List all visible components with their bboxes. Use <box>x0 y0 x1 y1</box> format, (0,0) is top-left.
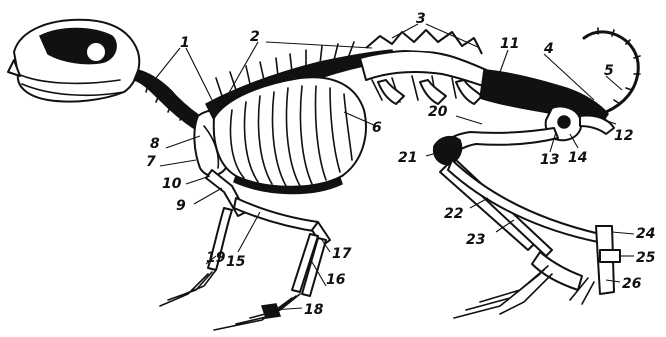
callout-25: 25 <box>636 250 656 266</box>
callout-9: 9 <box>176 198 186 214</box>
callout-17: 17 <box>332 246 352 262</box>
callout-15: 15 <box>226 254 246 270</box>
callout-6: 6 <box>372 120 382 136</box>
callout-5: 5 <box>604 63 614 79</box>
callout-2: 2 <box>250 29 260 45</box>
callout-12: 12 <box>614 128 633 144</box>
callout-10: 10 <box>162 176 182 192</box>
callout-13: 13 <box>540 152 559 168</box>
callout-26: 26 <box>622 276 642 292</box>
callout-24: 24 <box>636 226 655 242</box>
callout-1: 1 <box>180 35 190 51</box>
callout-11: 11 <box>500 36 519 52</box>
callout-8: 8 <box>150 136 160 152</box>
callout-20: 20 <box>428 104 448 120</box>
hindlimb <box>434 128 620 318</box>
lumbar-spine <box>360 30 500 104</box>
callout-19: 19 <box>206 250 226 266</box>
callout-16: 16 <box>326 272 346 288</box>
callout-4: 4 <box>543 41 554 57</box>
callout-3: 3 <box>416 11 426 27</box>
callout-18: 18 <box>304 302 324 318</box>
callout-21: 21 <box>398 150 417 166</box>
callout-23: 23 <box>466 232 485 248</box>
callout-14: 14 <box>568 150 587 166</box>
callout-7: 7 <box>146 154 156 170</box>
skull <box>8 20 139 102</box>
callout-22: 22 <box>444 206 463 222</box>
